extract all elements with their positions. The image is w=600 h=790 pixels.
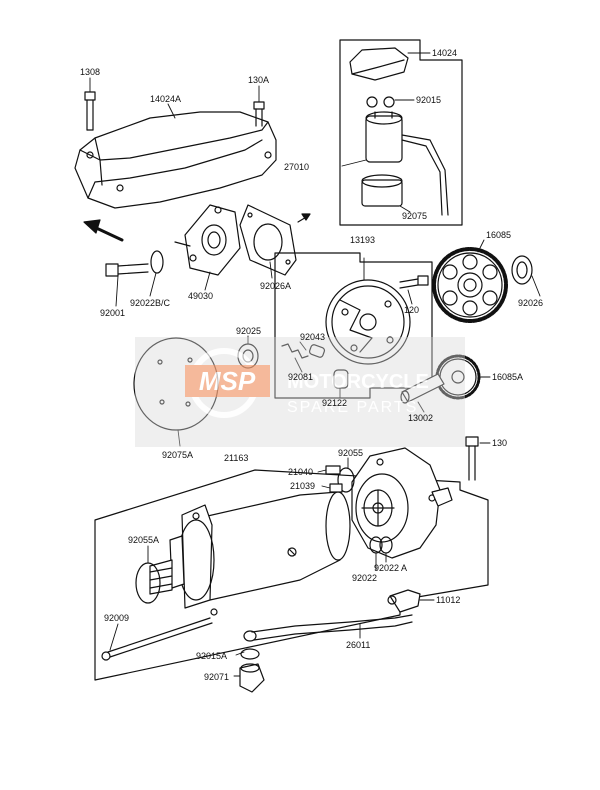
starter-motor-21163 <box>149 491 351 616</box>
bolt-130a <box>253 101 265 127</box>
label-21039: 21039 <box>290 481 315 491</box>
label-13193: 13193 <box>350 235 375 245</box>
label-92015a: 92015A <box>196 651 227 661</box>
shaft-13002 <box>400 373 445 404</box>
nut-92015a <box>240 648 260 660</box>
label-21040: 21040 <box>288 467 313 477</box>
label-92009: 92009 <box>104 613 129 623</box>
label-92025: 92025 <box>236 326 261 336</box>
label-92043: 92043 <box>300 332 325 342</box>
label-27010: 27010 <box>284 162 309 172</box>
label-130: 130 <box>492 438 507 448</box>
bolt-1308 <box>84 91 96 131</box>
o-ring-92055 <box>337 467 355 493</box>
relay-box-outline <box>339 39 463 226</box>
terminal-11012 <box>387 589 421 613</box>
gear-16085 <box>432 247 508 323</box>
relay-body <box>365 111 449 216</box>
label-26011: 26011 <box>346 640 370 650</box>
rod-92009 <box>101 617 213 661</box>
clutch-13193 <box>325 279 411 365</box>
label-21163: 21163 <box>224 453 248 463</box>
label-92022bc: 92022B/C <box>130 298 171 308</box>
label-92055a: 92055A <box>128 535 159 545</box>
watermark-line2: SPARE PARTS <box>287 399 418 416</box>
watermark-badge <box>185 365 270 397</box>
bolt-130 <box>465 436 479 481</box>
label-92026a: 92026A <box>260 281 291 291</box>
bolt-120 <box>399 275 429 289</box>
label-11012: 11012 <box>436 595 460 605</box>
label-92022a: 92022 A <box>374 563 407 573</box>
washer-92022bc <box>150 250 164 274</box>
label-92026: 92026 <box>518 298 543 308</box>
bolt-92001 <box>105 263 149 277</box>
bracket-49030 <box>174 204 241 276</box>
gasket-92026a <box>239 204 311 276</box>
label-92071: 92071 <box>204 672 229 682</box>
end-cover <box>351 447 453 559</box>
watermark-badge-text: MSP <box>199 366 256 396</box>
label-92055: 92055 <box>338 448 363 458</box>
label-92081: 92081 <box>288 372 313 382</box>
relay-cap-14024 <box>349 47 409 81</box>
label-120: 120 <box>404 305 419 315</box>
label-14024a: 14024A <box>150 94 181 104</box>
label-130a: 130A <box>248 75 269 85</box>
label-1308: 1308 <box>80 67 100 77</box>
part-labels: 1308 14024A 130A 14024 92015 27010 92075… <box>80 48 543 682</box>
label-92075a: 92075A <box>162 450 193 460</box>
nuts-92015 <box>366 96 395 108</box>
label-14024: 14024 <box>432 48 457 58</box>
front-arrow-icon <box>83 219 124 242</box>
label-16085a: 16085A <box>492 372 523 382</box>
spring-92043 <box>281 343 326 359</box>
brush-21039 <box>329 483 343 493</box>
cover-14024a <box>74 111 277 209</box>
relay-band-92075 <box>361 174 403 207</box>
label-13002: 13002 <box>408 413 433 423</box>
cap-92071 <box>239 663 265 693</box>
watermark-line1: MOTORCYCLE <box>287 371 429 393</box>
leader-lines <box>89 52 541 677</box>
label-92022: 92022 <box>352 573 377 583</box>
brush-21040 <box>325 465 341 475</box>
label-16085: 16085 <box>486 230 511 240</box>
washer-92026 <box>511 255 533 285</box>
watermark: MSP MOTORCYCLE SPARE PARTS <box>135 337 465 447</box>
label-92122: 92122 <box>322 398 347 408</box>
label-92001: 92001 <box>100 308 125 318</box>
roller-92122 <box>333 369 349 389</box>
label-49030: 49030 <box>188 291 213 301</box>
label-92015: 92015 <box>416 95 441 105</box>
label-92075: 92075 <box>402 211 427 221</box>
cable-26011 <box>243 614 413 642</box>
